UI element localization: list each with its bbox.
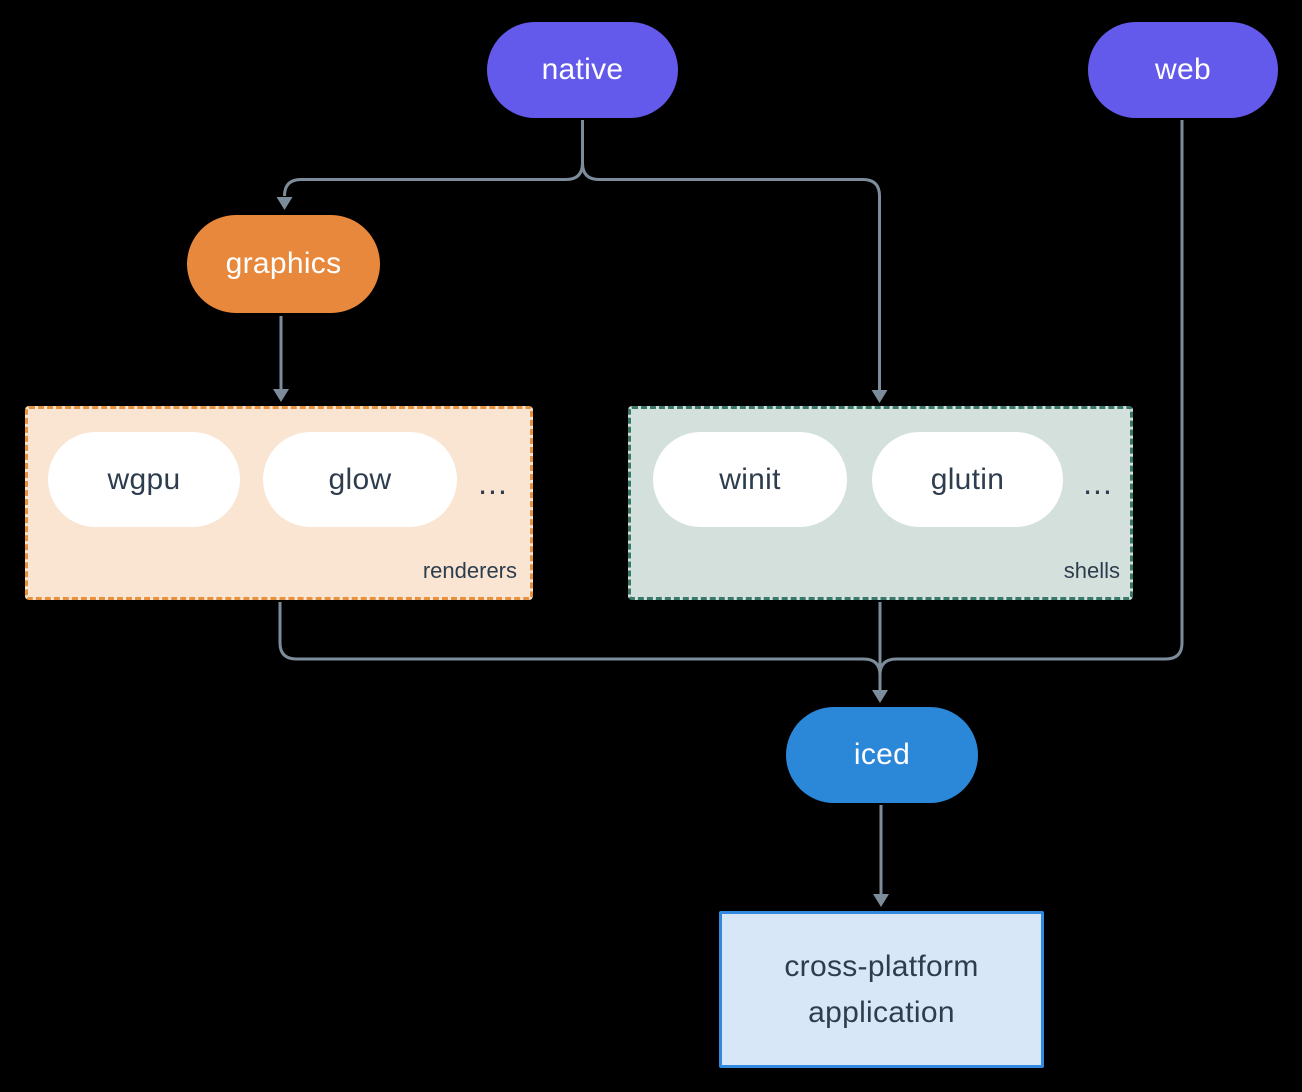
node-wgpu: wgpu: [48, 432, 240, 527]
edge-web-to-iced: [878, 120, 1184, 676]
node-web: web: [1088, 22, 1278, 118]
app-label-line2: application: [808, 995, 955, 1029]
node-cross-platform-application: cross-platform application: [719, 911, 1044, 1068]
renderers-ellipsis: ...: [478, 464, 508, 501]
arrowhead-into-iced: [872, 690, 888, 703]
node-web-label: web: [1155, 53, 1211, 86]
node-native-label: native: [541, 53, 624, 86]
edge-renderers-to-iced: [278, 602, 882, 676]
app-label-line1: cross-platform: [784, 949, 979, 983]
node-glutin: glutin: [872, 432, 1063, 527]
arrowhead-into-shells: [871, 390, 888, 403]
arrowhead-into-app: [873, 894, 889, 907]
node-winit-label: winit: [719, 462, 781, 496]
node-glutin-label: glutin: [930, 462, 1005, 496]
node-glow: glow: [263, 432, 457, 527]
edge-native-to-graphics: [283, 162, 584, 197]
arrowhead-into-graphics: [276, 197, 293, 210]
node-iced-label: iced: [853, 738, 911, 771]
node-glow-label: glow: [328, 462, 392, 496]
node-native: native: [487, 22, 678, 118]
node-graphics-label: graphics: [225, 247, 342, 280]
edge-native-to-shells: [581, 162, 881, 390]
node-iced: iced: [786, 707, 978, 803]
node-graphics: graphics: [187, 215, 380, 313]
renderers-group-label: renderers: [422, 558, 517, 583]
shells-group-label: shells: [1063, 558, 1120, 583]
arrowhead-into-renderers: [273, 389, 289, 402]
node-wgpu-label: wgpu: [107, 462, 181, 496]
node-winit: winit: [653, 432, 847, 527]
shells-ellipsis: ...: [1083, 464, 1113, 501]
